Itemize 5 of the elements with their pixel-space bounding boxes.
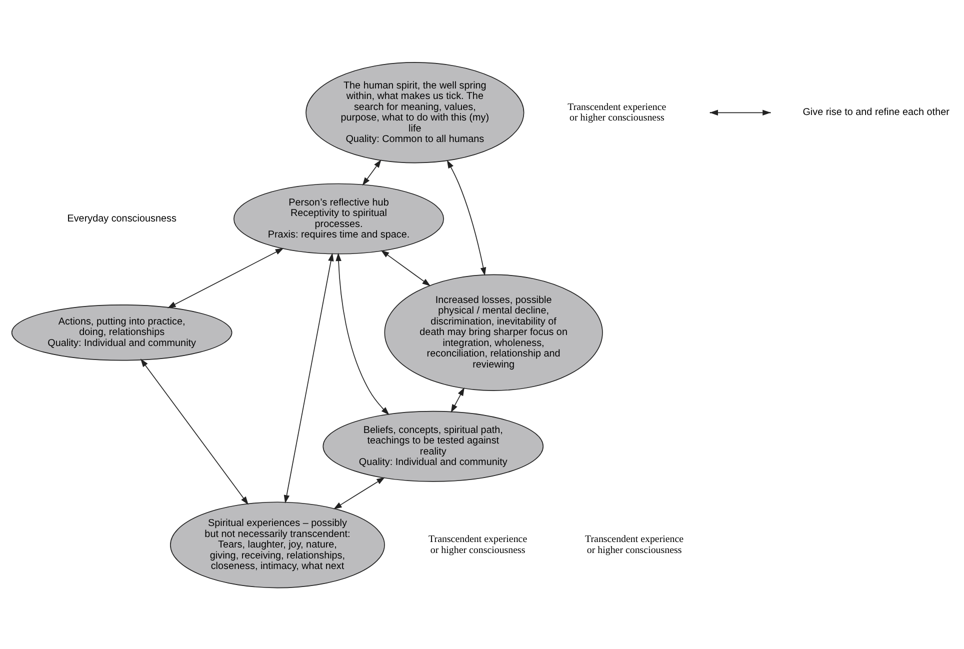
label: Transcendent experience or higher consciousness (568, 101, 666, 124)
label: Transcendent experience or higher consciousness (585, 534, 684, 556)
legend-label: Give rise to and refine each other (802, 106, 950, 118)
label: Everyday consciousness (67, 212, 176, 224)
label: Transcendent experience or higher consciousness (428, 534, 528, 556)
